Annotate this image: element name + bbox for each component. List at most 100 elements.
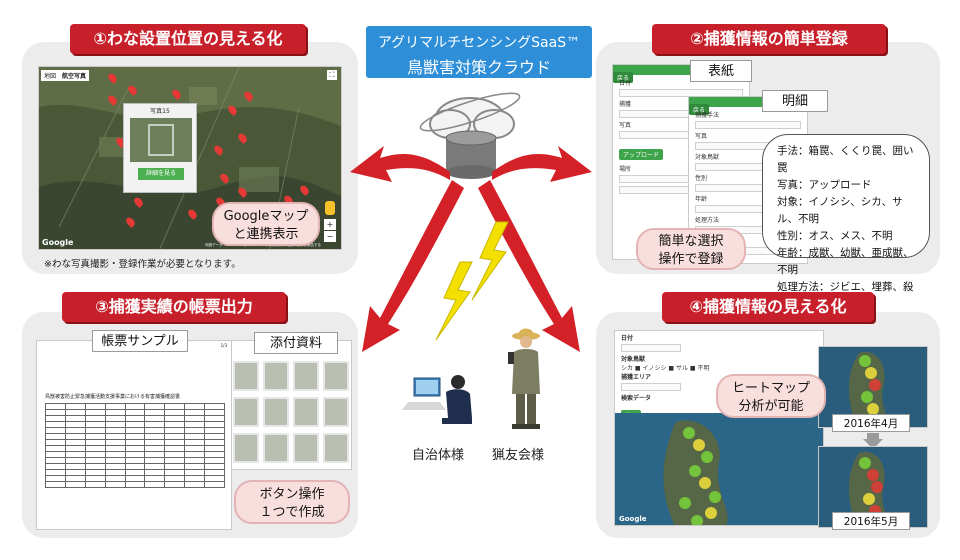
detail-field-label: 捕獲手法	[695, 112, 720, 119]
popup-detail-button[interactable]: 詳細を見る	[138, 168, 184, 180]
p4-search-data-label: 検索データ	[621, 395, 652, 402]
zoom-out-button[interactable]: −	[324, 231, 336, 242]
panel3-bubble-line1: ボタン操作	[259, 487, 325, 502]
label-hunters-association: 猟友会様	[492, 448, 545, 463]
panel2-bubble: 簡単な選択 操作で登録	[636, 228, 746, 270]
ledger-cell	[164, 481, 186, 488]
panel1-bubble-line1: Googleマップ	[223, 209, 309, 224]
cover-field-place: 場所	[619, 166, 632, 173]
p4-animal-checks[interactable]: シカ ■ イノシシ ■ サル ■ 不明	[621, 365, 710, 372]
attachment-photo-thumbnail	[293, 397, 319, 427]
map-mode-tabs: 地図 航空写真	[41, 70, 90, 81]
detail-back-button[interactable]: 戻る	[689, 104, 710, 115]
heat-blob	[689, 465, 701, 477]
ledger-row	[45, 481, 225, 488]
p4-animal-label: 対象鳥獣	[621, 356, 646, 363]
zoom-in-button[interactable]: +	[324, 219, 336, 230]
p4-date-label: 日付	[621, 335, 634, 342]
panel4-bubble-line1: ヒートマップ	[731, 381, 810, 396]
detail-fields: 捕獲手法写真対象鳥獣性別年齢処理方法捕獲場所ID	[689, 107, 807, 262]
callout-line: 対象：イノシシ、シカ、サル、不明	[777, 196, 903, 225]
service-name-label: アグリマルチセンシングSaaS™ 鳥獣害対策クラウド	[366, 26, 592, 78]
heat-blob	[861, 391, 873, 403]
arrow-to-panel4-icon	[478, 180, 580, 352]
pegman-icon[interactable]	[325, 201, 335, 215]
attachment-photo-thumbnail	[323, 397, 349, 427]
panel3-title: ③捕獲実績の帳票出力	[62, 292, 286, 322]
ledger-row	[45, 457, 225, 464]
detail-field-label: 対象鳥獣	[695, 154, 720, 161]
detail-field-label: 処理方法	[695, 217, 720, 224]
heat-blob	[863, 493, 875, 505]
label-april: 2016年4月	[832, 414, 910, 432]
cover-form-header: 戻る	[613, 65, 749, 83]
callout-line: 年齢：成獣、幼獣、亜成獣、不明	[777, 247, 914, 276]
fullscreen-icon[interactable]: ⛶	[327, 70, 337, 80]
tab-satellite[interactable]: 航空写真	[62, 73, 87, 80]
attachment-photo-thumbnail	[233, 433, 259, 463]
heat-blob	[865, 367, 877, 379]
tag-detail: 明細	[762, 90, 828, 112]
heat-blob	[693, 439, 705, 451]
panel1-bubble: Googleマップ と連携表示	[212, 202, 320, 246]
ledger-cell	[104, 481, 126, 488]
ledger-cell	[204, 481, 225, 488]
heatmap-screen: 日付 対象鳥獣 シカ ■ イノシシ ■ サル ■ 不明 捕獲エリア 検索データ …	[614, 330, 824, 526]
panel1-note: ※わな写真撮影・登録作業が必要となります。	[44, 259, 241, 270]
attachment-photo-thumbnail	[293, 433, 319, 463]
cover-back-button[interactable]: 戻る	[613, 72, 634, 83]
heatmap-april-map	[819, 347, 927, 427]
panel4-bubble: ヒートマップ 分析が可能	[716, 374, 826, 418]
tab-map[interactable]: 地図	[44, 73, 57, 80]
attachment-photo-thumbnail	[263, 433, 289, 463]
ledger-row	[45, 415, 225, 422]
heat-blob	[859, 355, 871, 367]
tag-cover: 表紙	[690, 60, 752, 82]
heat-blob	[871, 481, 883, 493]
heat-blob	[701, 451, 713, 463]
detail-form-header: 戻る	[689, 97, 807, 115]
detail-field-label: 年齢	[695, 196, 708, 203]
cover-input-date[interactable]	[619, 89, 743, 97]
attachment-photo-thumbnail	[263, 361, 289, 391]
attachment-photo-thumbnail	[233, 361, 259, 391]
ledger-row	[45, 445, 225, 452]
lightning-right-icon	[471, 221, 509, 301]
tag-sample: 帳票サンプル	[92, 330, 188, 352]
attachment-photo-thumbnail	[263, 397, 289, 427]
heat-blob	[691, 515, 703, 525]
report-doc: 1/3 鳥獣被害防止緊急捕獲活動支援事業における有害捕獲確認書	[36, 340, 232, 530]
label-may: 2016年5月	[832, 512, 910, 530]
popup-title: 写真15	[150, 108, 170, 115]
p4-area-input[interactable]	[621, 383, 681, 391]
heat-blob	[705, 507, 717, 519]
panel4-title: ④捕獲情報の見える化	[662, 292, 874, 322]
heatmap-map[interactable]	[615, 413, 824, 526]
panel1-title: ①わな設置位置の見える化	[70, 24, 306, 54]
down-arrow-icon	[863, 433, 883, 449]
panel4-bubble-line2: 分析が可能	[738, 399, 804, 414]
attachment-photo-thumbnail	[323, 433, 349, 463]
cover-upload-button[interactable]: アップロード	[619, 149, 664, 160]
label-local-government: 自治体様	[412, 448, 465, 463]
ledger-cell	[84, 481, 106, 488]
heat-blob	[867, 469, 879, 481]
callout-line: 手法：箱罠、くくり罠、囲い罠	[777, 145, 914, 174]
google-logo: Google	[42, 238, 74, 247]
attachment-photo-thumbnail	[323, 361, 349, 391]
attachment-photo-thumbnail	[233, 397, 259, 427]
panel2-bubble-line2: 操作で登録	[658, 252, 724, 267]
heat-blob	[699, 477, 711, 489]
panel2-title: ②捕獲情報の簡単登録	[652, 24, 886, 54]
heat-blob	[867, 403, 879, 415]
arrow-to-panel2-icon	[492, 146, 592, 182]
cloud-database-icon	[419, 92, 521, 179]
panel3-bubble-line2: １つで作成	[259, 505, 325, 520]
heat-blob	[859, 457, 871, 469]
detail-field-input[interactable]	[695, 121, 801, 129]
panel3-bubble[interactable]: ボタン操作 １つで作成	[234, 480, 350, 524]
cover-field-capture: 捕獲	[619, 101, 632, 108]
popup-photo	[130, 118, 192, 162]
p4-date-input[interactable]	[621, 344, 681, 352]
heat-blob	[869, 379, 881, 391]
